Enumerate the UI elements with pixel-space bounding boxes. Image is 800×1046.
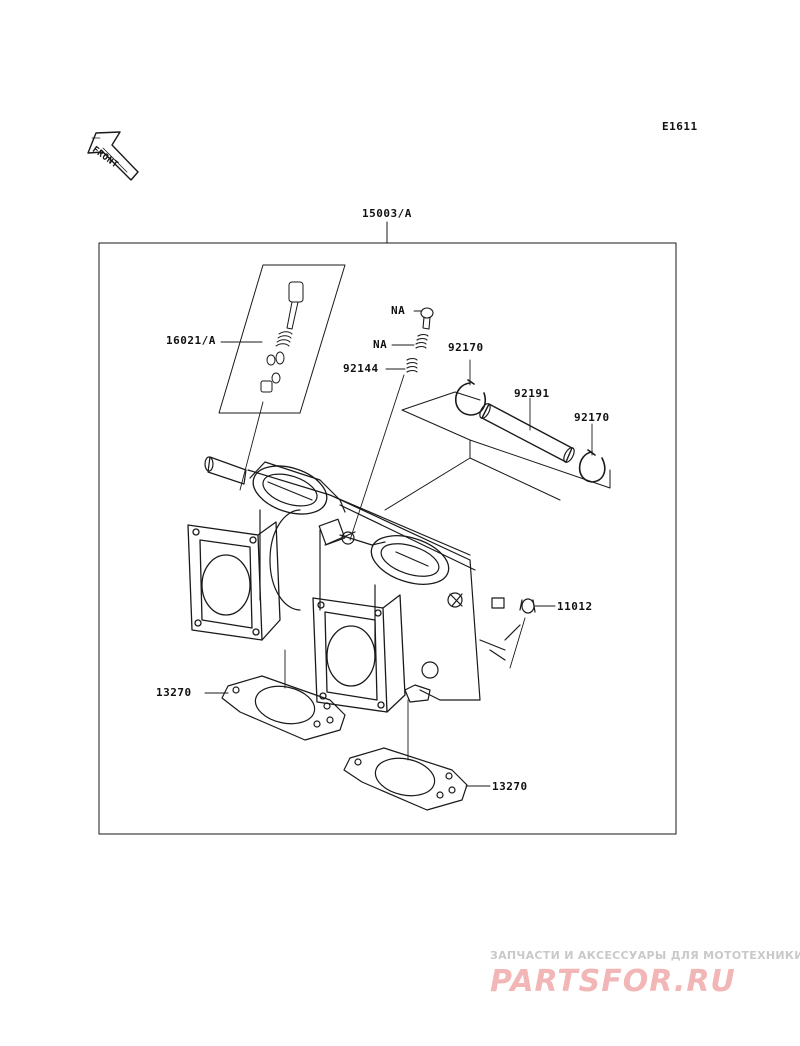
needle-kit-box bbox=[218, 264, 346, 414]
leader-lines bbox=[204, 310, 593, 787]
watermark-logo: PARTSFOR.RU bbox=[490, 964, 736, 999]
label-92170-left[interactable]: 92170 bbox=[448, 341, 484, 354]
hose-group-outline bbox=[384, 391, 611, 511]
label-na-screw[interactable]: NA bbox=[391, 304, 406, 317]
assembly-frame bbox=[98, 242, 677, 835]
label-13270-upper[interactable]: 13270 bbox=[156, 686, 192, 699]
label-92170-right[interactable]: 92170 bbox=[574, 411, 610, 424]
label-16021-a[interactable]: 16021/A bbox=[166, 334, 216, 347]
watermark-tagline: ЗАПЧАСТИ И АКСЕССУАРЫ ДЛЯ МОТОТЕХНИКИ bbox=[490, 949, 800, 962]
diagram-code: E1611 bbox=[662, 120, 698, 133]
needle-kit-parts bbox=[260, 281, 304, 393]
label-92144[interactable]: 92144 bbox=[343, 362, 379, 375]
label-11012[interactable]: 11012 bbox=[557, 600, 593, 613]
left-flange bbox=[187, 521, 281, 641]
right-flange bbox=[312, 594, 406, 713]
clip-right-part bbox=[578, 449, 606, 483]
label-15003-a[interactable]: 15003/A bbox=[362, 207, 412, 220]
screw-and-springs bbox=[406, 307, 434, 373]
label-92191[interactable]: 92191 bbox=[514, 387, 550, 400]
front-arrow-icon bbox=[87, 131, 139, 181]
gasket-lower-part bbox=[343, 747, 468, 811]
label-13270-lower[interactable]: 13270 bbox=[492, 780, 528, 793]
hose-part bbox=[479, 403, 575, 463]
throttle-body-part bbox=[204, 456, 536, 703]
clip-left-part bbox=[455, 379, 486, 416]
label-na-spring[interactable]: NA bbox=[373, 338, 388, 351]
